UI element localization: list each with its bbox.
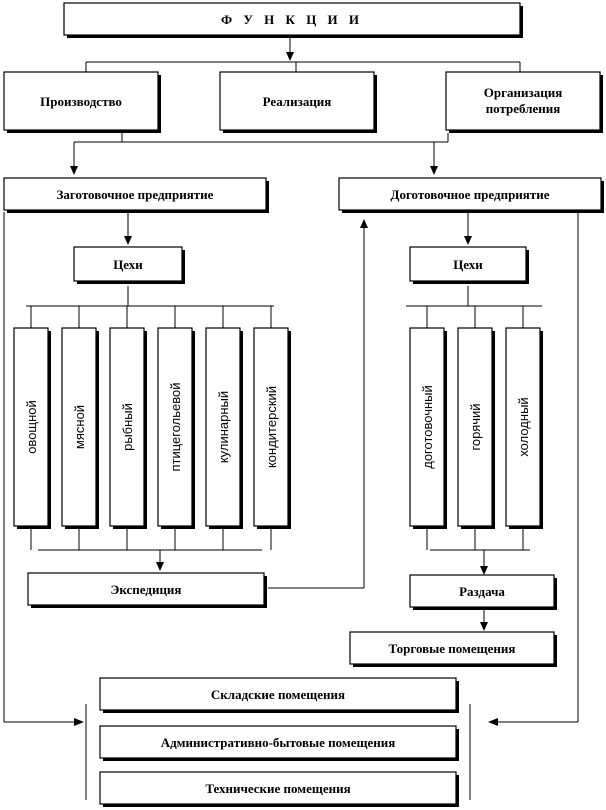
finishing-enterprise-label: Доготовочное предприятие <box>391 187 550 202</box>
title-box: Ф У Н К Ц И И <box>63 2 523 38</box>
arrow-to-dispatch <box>156 562 164 571</box>
trade-rooms-box: Торговые помещения <box>349 631 557 667</box>
function-sales: Реализация <box>219 71 377 133</box>
arrow-to-trade <box>480 622 488 631</box>
storage-premises-label: Складские помещения <box>211 687 345 702</box>
arrow-to-finishing <box>430 166 438 175</box>
finishing-shops-header: Цехи <box>409 246 529 284</box>
procurement-enterprise: Заготовочное предприятие <box>3 177 269 213</box>
connectors <box>3 36 579 800</box>
finishing-shop-label: холодный <box>516 397 531 456</box>
arrowheads <box>70 52 498 726</box>
procurement-shops-columns: овощной мясной рыбный птицегольевой кулинарн… <box>13 306 291 550</box>
arrow-to-procurement <box>70 166 78 175</box>
procurement-shop-label: рыбный <box>120 403 135 451</box>
function-production: Производство <box>3 71 161 133</box>
function-organization: Организация потребления <box>445 71 603 133</box>
storage-premises-box: Складские помещения <box>99 677 459 713</box>
finishing-shops-label: Цехи <box>453 257 483 272</box>
finishing-shops-columns: доготовочный горячий холодный <box>409 306 543 550</box>
finishing-shop-label: горячий <box>468 403 483 450</box>
finishing-shop-column: доготовочный <box>409 306 447 550</box>
serving-label: Раздача <box>459 584 505 599</box>
procurement-shops-label: Цехи <box>113 257 143 272</box>
finishing-enterprise: Доготовочное предприятие <box>338 177 604 213</box>
procurement-shop-label: птицегольевой <box>168 382 183 471</box>
procurement-shop-column: птицегольевой <box>157 306 195 550</box>
procurement-shop-column: овощной <box>13 306 51 550</box>
arrow-title-functions <box>286 52 294 61</box>
procurement-shop-label: овощной <box>24 400 39 454</box>
finishing-shop-column: холодный <box>505 306 543 550</box>
technical-premises-box: Технические помещения <box>99 771 459 807</box>
organization-label-line2: потребления <box>486 101 561 116</box>
arrow-left-to-premises <box>74 718 84 726</box>
technical-premises-label: Технические помещения <box>205 781 350 796</box>
sales-label: Реализация <box>263 94 332 109</box>
procurement-shop-column: рыбный <box>109 306 147 550</box>
arrow-to-right-shops <box>464 236 472 245</box>
serving-box: Раздача <box>409 574 557 610</box>
procurement-shop-column: кулинарный <box>205 306 243 550</box>
dispatch-label: Экспедиция <box>111 582 182 597</box>
admin-premises-box: Административно-бытовые помещения <box>99 725 459 761</box>
finishing-shop-column: горячий <box>457 306 495 550</box>
arrow-dispatch-up <box>360 219 368 228</box>
procurement-shop-column: кондитерский <box>253 306 291 550</box>
title-text: Ф У Н К Ц И И <box>221 12 363 27</box>
procurement-shop-column: мясной <box>61 306 99 550</box>
procurement-enterprise-label: Заготовочное предприятие <box>57 187 214 202</box>
dispatch-box: Экспедиция <box>27 572 267 608</box>
arrow-right-to-premises <box>488 718 498 726</box>
organization-label-line1: Организация <box>484 85 562 100</box>
arrow-to-left-shops <box>124 236 132 245</box>
procurement-shop-label: кондитерский <box>264 386 279 468</box>
procurement-shops-header: Цехи <box>73 246 185 284</box>
admin-premises-label: Административно-бытовые помещения <box>161 735 396 750</box>
procurement-shop-label: кулинарный <box>216 391 231 463</box>
procurement-shop-label: мясной <box>72 405 87 449</box>
production-label: Производство <box>40 94 122 109</box>
trade-rooms-label: Торговые помещения <box>389 641 516 656</box>
arrow-to-serving <box>480 566 488 575</box>
finishing-shop-label: доготовочный <box>420 385 435 469</box>
